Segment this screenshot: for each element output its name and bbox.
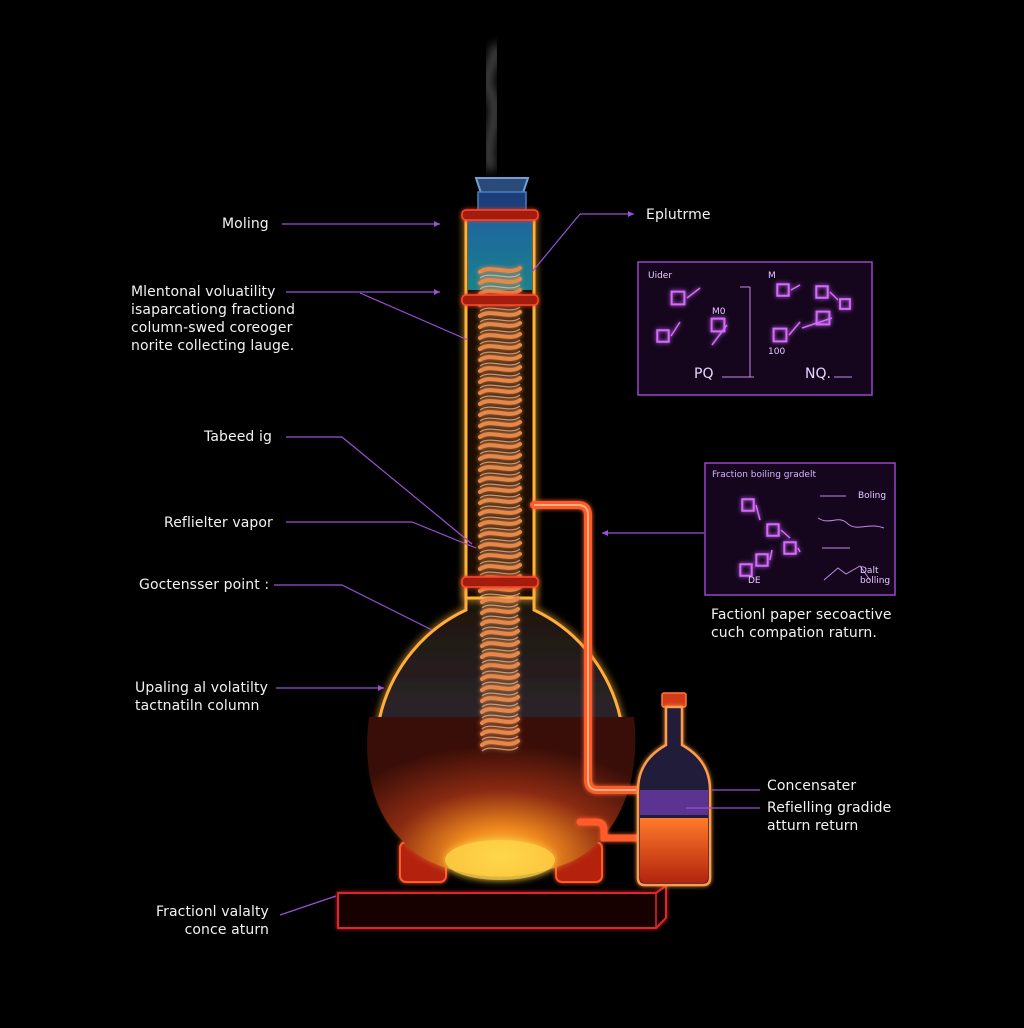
panel-mid-text-b: DE <box>748 576 761 586</box>
label-upaling: Upaling al volatilty tactnatiln column <box>135 679 268 715</box>
leader-arrow <box>378 685 384 691</box>
coil-turn <box>480 279 520 283</box>
coil-turn <box>482 620 518 624</box>
label-refielling: Refielling gradide atturn return <box>767 799 891 835</box>
panel-mid-text-c: Dalt bolling <box>860 566 890 586</box>
leader-line <box>360 293 468 340</box>
leader-line <box>280 896 336 915</box>
coil-turn <box>482 708 518 712</box>
coil-turn <box>480 532 520 536</box>
coil-turn <box>480 554 520 558</box>
label-reflielter: Reflielter vapor <box>164 514 273 532</box>
coil-turn <box>480 488 520 492</box>
coil-turn <box>480 367 520 371</box>
label-concensater: Concensater <box>767 777 856 795</box>
coil-turn <box>480 477 520 481</box>
coil-turn <box>482 653 518 657</box>
label-mlentonal: Mlentonal voluatility isaparcationg frac… <box>131 283 295 355</box>
coil-turn <box>480 312 520 316</box>
coil-turn <box>482 598 518 602</box>
coil-turn <box>480 290 520 294</box>
coil-turn <box>482 609 518 613</box>
structure-panel-top <box>638 262 872 395</box>
coil-turn <box>482 741 518 745</box>
coil-turn <box>480 521 520 525</box>
label-eplutrme: Eplutrme <box>646 206 711 224</box>
label-moling: Moling <box>222 215 269 233</box>
coil-turn <box>480 565 520 569</box>
leader-line <box>286 437 472 544</box>
leader-arrow <box>602 530 608 536</box>
panel-mid-title: Fraction boiling gradelt <box>712 470 816 480</box>
coil-turn <box>482 730 518 734</box>
coil-turn <box>480 378 520 382</box>
coil-turn <box>480 334 520 338</box>
label-tabeed: Tabeed ig <box>204 428 272 446</box>
panel-top-text-d: 100 <box>768 347 785 357</box>
leader-arrow <box>628 211 634 217</box>
coil-turn <box>480 444 520 448</box>
coil-turn <box>480 411 520 415</box>
coil-turn <box>480 323 520 327</box>
coil-turn <box>480 510 520 514</box>
leader-arrow <box>434 221 440 227</box>
coil-turn <box>482 631 518 635</box>
label-fractionl-valalty: Fractionl valalty conce aturn <box>156 903 269 939</box>
panel-top-text-b: M <box>768 271 776 281</box>
label-fractionl-paper: Factionl paper secoactive cuch compation… <box>711 606 892 642</box>
panel-mid-text-a: Boling <box>858 491 886 501</box>
coil-turn <box>480 400 520 404</box>
coil-turn <box>482 642 518 646</box>
vapor-smoke <box>487 45 496 170</box>
coil-turn <box>482 664 518 668</box>
heating-base <box>338 886 666 928</box>
panel-top-text-a: Uider <box>648 271 672 281</box>
leader-line <box>532 214 634 272</box>
coil-turn <box>480 499 520 503</box>
coil-turn <box>480 356 520 360</box>
leader-line <box>274 585 432 630</box>
coil-turn <box>480 433 520 437</box>
collection-bottle <box>638 693 710 885</box>
coil-turn <box>480 389 520 393</box>
coil-turn <box>482 686 518 690</box>
coil-turn <box>480 455 520 459</box>
coil-turn <box>480 466 520 470</box>
coil-turn <box>480 422 520 426</box>
coil-turn <box>480 345 520 349</box>
coil-turn <box>480 543 520 547</box>
panel-top-text-e: PQ <box>694 366 713 382</box>
panel-top-text-c: M0 <box>712 307 726 317</box>
leader-arrow <box>434 289 440 295</box>
coil-turn <box>482 697 518 701</box>
coil-turn <box>480 268 520 272</box>
label-goctensser: Goctensser point : <box>139 576 269 594</box>
coil-turn <box>482 719 518 723</box>
coil-turn <box>482 675 518 679</box>
panel-top-text-f: NQ. <box>805 366 831 382</box>
leader-line <box>286 522 476 548</box>
